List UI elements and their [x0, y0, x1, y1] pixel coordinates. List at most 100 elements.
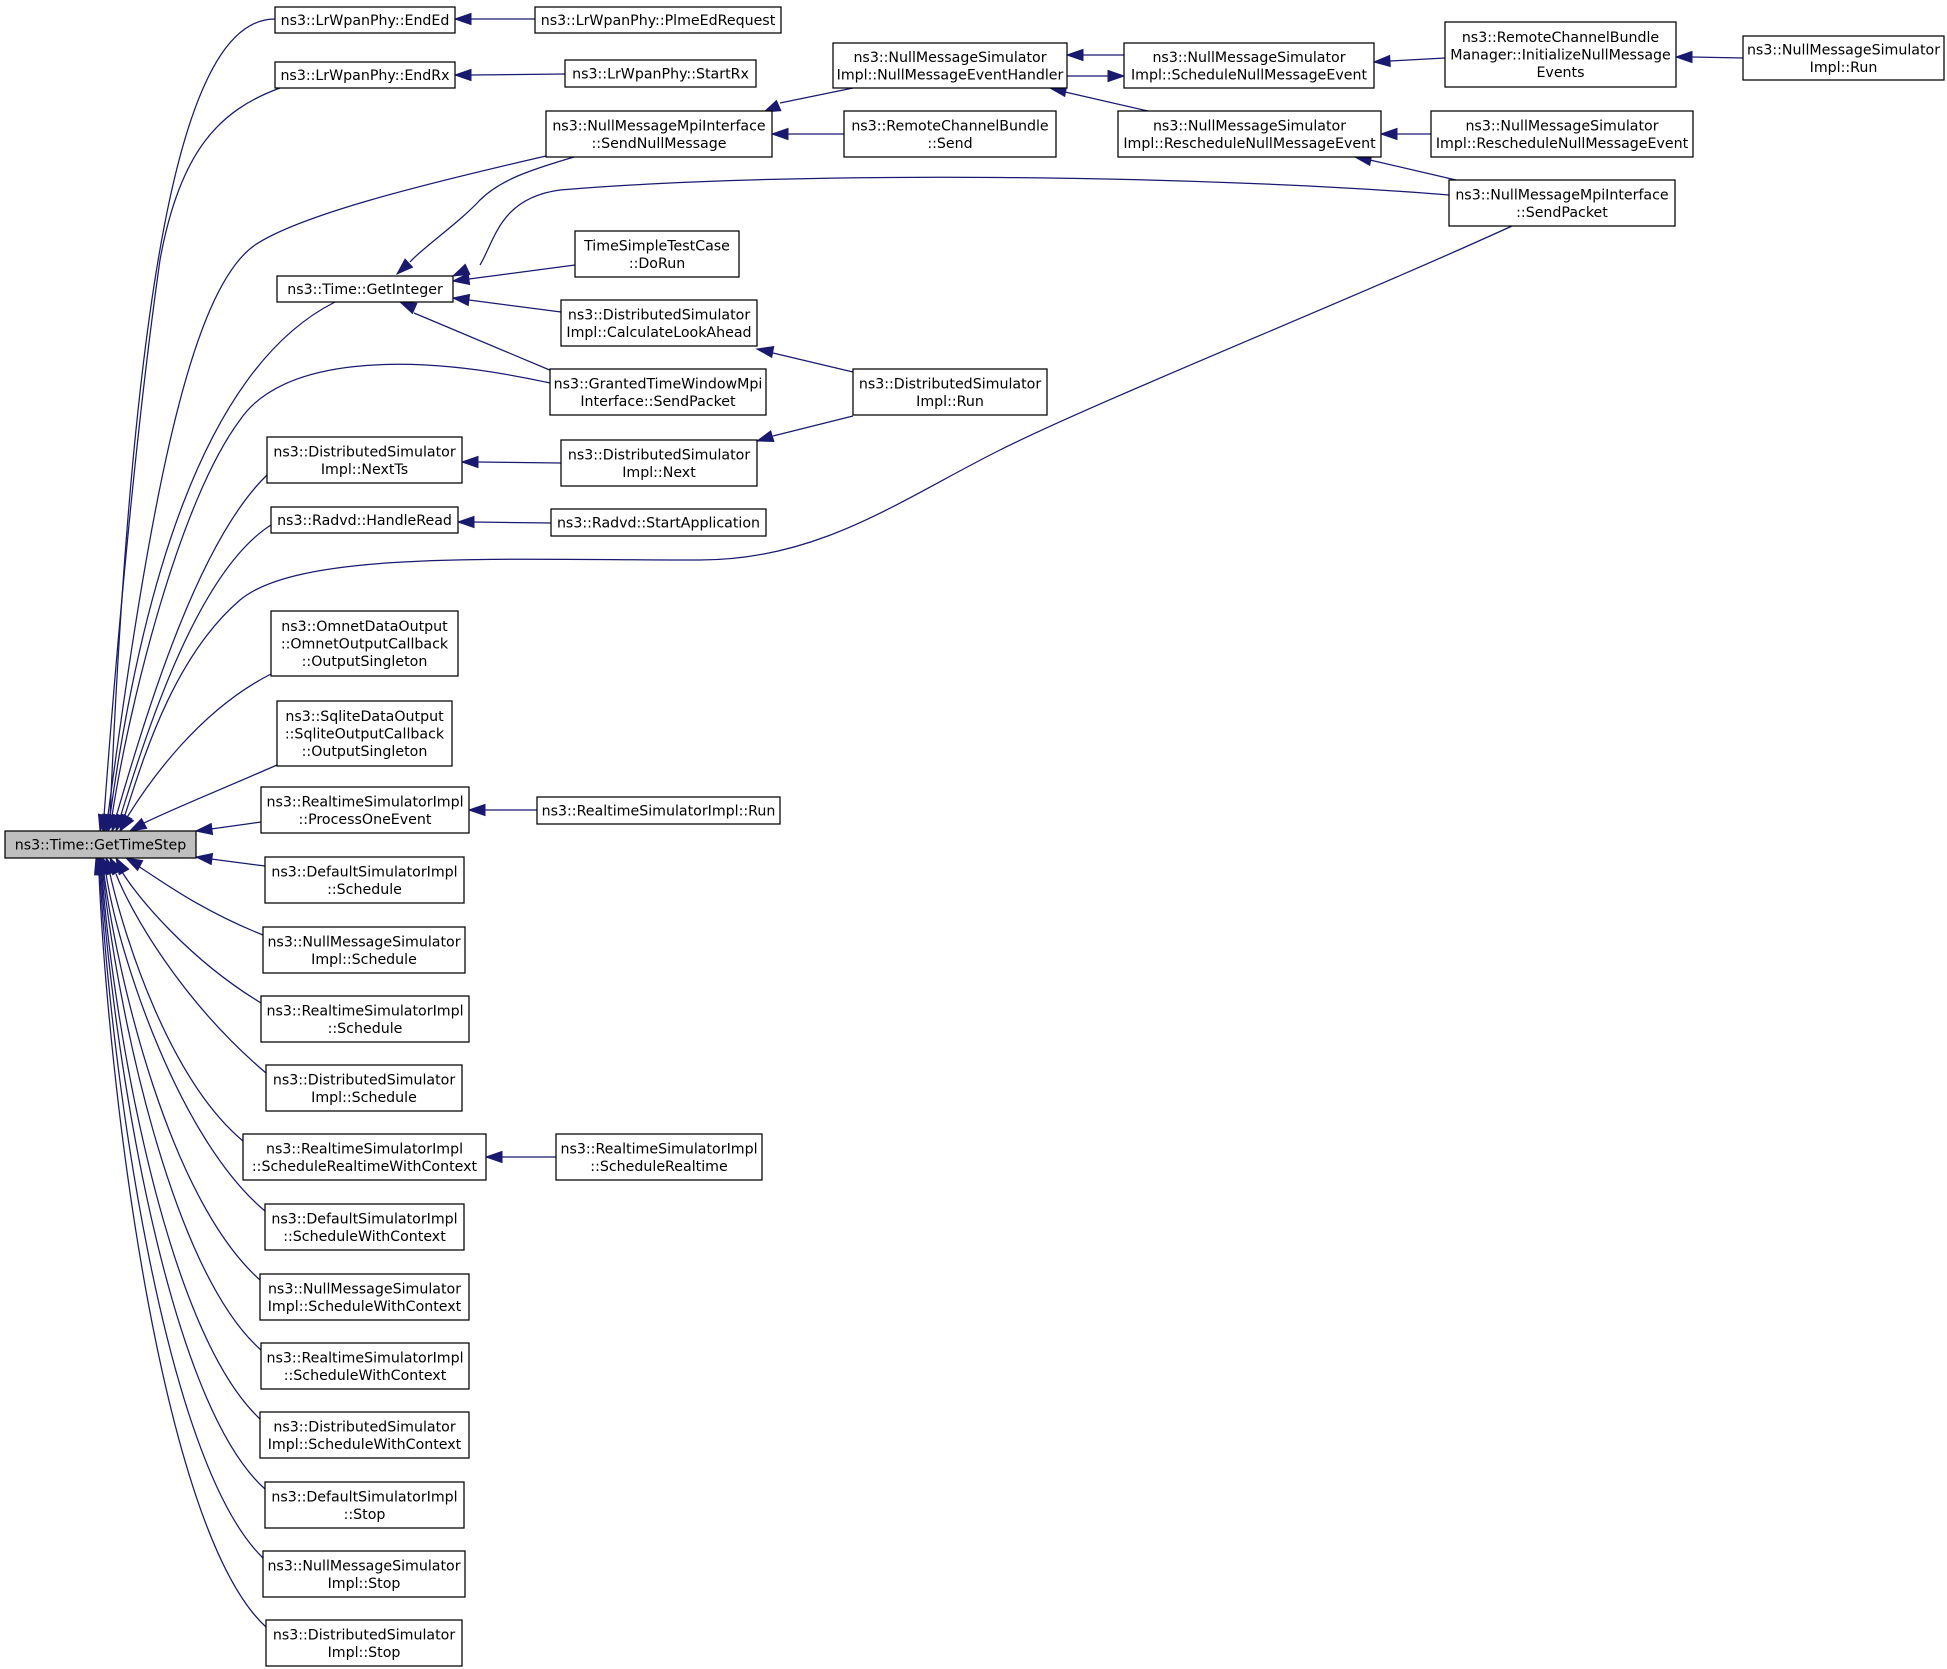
node-label: Impl::CalculateLookAhead — [566, 325, 751, 341]
node-defStop[interactable]: ns3::DefaultSimulatorImpl::Stop — [264, 1481, 465, 1529]
node-rtProcess[interactable]: ns3::RealtimeSimulatorImpl::ProcessOneEv… — [260, 786, 470, 834]
arrowhead-icon — [93, 856, 107, 876]
arrowhead-icon — [453, 68, 472, 82]
node-nmsResched2[interactable]: ns3::NullMessageSimulatorImpl::Reschedul… — [1430, 110, 1694, 158]
node-label: ns3::DefaultSimulatorImpl — [271, 1489, 457, 1505]
edge-startRx-endRx-line — [469, 73, 566, 76]
node-nmsNullHandler[interactable]: ns3::NullMessageSimulatorImpl::NullMessa… — [832, 42, 1068, 89]
node-sqlite[interactable]: ns3::SqliteDataOutput::SqliteOutputCallb… — [276, 700, 453, 767]
node-label: Interface::SendPacket — [580, 394, 736, 410]
node-label: Impl::ScheduleWithContext — [268, 1299, 462, 1315]
edge-gi-nmSendNull-line — [409, 156, 575, 263]
node-timeSimple[interactable]: TimeSimpleTestCase::DoRun — [574, 230, 740, 278]
node-label: ns3::RealtimeSimulatorImpl — [266, 794, 463, 810]
node-box — [260, 995, 470, 1043]
edge-defSchedCtx-gts-line — [105, 873, 266, 1212]
edge-resched2-resched — [1379, 127, 1431, 141]
node-box — [560, 439, 758, 487]
node-rcbSend[interactable]: ns3::RemoteChannelBundle::Send — [843, 110, 1057, 158]
edge-sqlite-gts-line — [141, 764, 278, 825]
node-nmsSchedCtx[interactable]: ns3::NullMessageSimulatorImpl::ScheduleW… — [259, 1273, 470, 1321]
arrowhead-icon — [467, 803, 486, 817]
node-rtSchedCtx[interactable]: ns3::RealtimeSimulatorImpl::ScheduleWith… — [260, 1342, 470, 1390]
node-label: ns3::RealtimeSimulatorImpl — [560, 1141, 757, 1157]
edge-defSched-gts-line — [210, 858, 266, 867]
node-box — [1448, 179, 1676, 227]
node-box — [1430, 110, 1694, 158]
node-label: Impl::Stop — [328, 1576, 401, 1592]
node-label: ::ProcessOneEvent — [299, 812, 432, 828]
node-box — [549, 368, 767, 416]
arrowhead-icon — [1379, 127, 1398, 141]
node-defSchedCtx[interactable]: ns3::DefaultSimulatorImpl::ScheduleWithC… — [264, 1203, 465, 1251]
node-gettimestep[interactable]: ns3::Time::GetTimeStep — [4, 830, 197, 859]
edge-nmsRun-rcbmInit-line — [1691, 56, 1744, 59]
node-box — [536, 796, 781, 825]
node-label: ns3::NullMessageSimulator — [268, 1281, 461, 1297]
node-nmSendNull[interactable]: ns3::NullMessageMpiInterface::SendNullMe… — [545, 110, 773, 158]
node-endEd[interactable]: ns3::LrWpanPhy::EndEd — [274, 6, 456, 34]
node-rcbmInit[interactable]: ns3::RemoteChannelBundleManager::Initial… — [1444, 21, 1677, 88]
node-radvdHandle[interactable]: ns3::Radvd::HandleRead — [270, 506, 459, 534]
node-omnet[interactable]: ns3::OmnetDataOutput::OmnetOutputCallbac… — [270, 610, 459, 677]
node-label: Impl::Next — [622, 465, 696, 481]
edge-gtw-gts-line — [111, 363, 551, 817]
arrowhead-icon — [456, 515, 475, 529]
node-label: ns3::RemoteChannelBundle — [1462, 30, 1659, 46]
node-nmsResched[interactable]: ns3::NullMessageSimulatorImpl::Reschedul… — [1117, 110, 1382, 158]
node-box — [550, 508, 767, 537]
node-nmSendPacket[interactable]: ns3::NullMessageMpiInterface::SendPacket — [1448, 179, 1676, 227]
node-box — [260, 1342, 470, 1390]
edge-resched-handler-line — [1064, 91, 1149, 112]
edge-handler-schedNull — [1067, 69, 1126, 83]
node-label: ns3::NullMessageMpiInterface — [552, 118, 765, 134]
node-box — [264, 856, 465, 904]
arrowhead-icon — [460, 455, 479, 469]
node-rtSched[interactable]: ns3::RealtimeSimulatorImpl::Schedule — [260, 995, 470, 1043]
node-endRx[interactable]: ns3::LrWpanPhy::EndRx — [274, 61, 456, 89]
node-rtSchedRt[interactable]: ns3::RealtimeSimulatorImpl::ScheduleReal… — [555, 1133, 763, 1181]
node-plmeEd[interactable]: ns3::LrWpanPhy::PlmeEdRequest — [534, 6, 782, 34]
edge-sendPacket-resched-line — [1369, 159, 1457, 181]
node-rtRun[interactable]: ns3::RealtimeSimulatorImpl::Run — [536, 796, 781, 825]
node-label: ns3::RealtimeSimulatorImpl — [266, 1350, 463, 1366]
node-rtSchedRtCtx[interactable]: ns3::RealtimeSimulatorImpl::ScheduleReal… — [242, 1133, 487, 1181]
edge-layer — [93, 12, 1744, 1628]
edge-radvd-gts — [115, 524, 272, 833]
arrowhead-icon — [124, 857, 144, 872]
node-gtwSendPacket[interactable]: ns3::GrantedTimeWindowMpiInterface::Send… — [549, 368, 767, 416]
node-label: Impl::ScheduleWithContext — [268, 1437, 462, 1453]
edge-rtRun-rtProcess — [467, 803, 537, 817]
node-getInteger[interactable]: ns3::Time::GetInteger — [276, 275, 454, 303]
node-nmsSchedNull[interactable]: ns3::NullMessageSimulatorImpl::ScheduleN… — [1123, 42, 1375, 89]
node-label: ns3::OmnetDataOutput — [281, 619, 448, 635]
node-radvdStart[interactable]: ns3::Radvd::StartApplication — [550, 508, 767, 537]
arrowhead-icon — [484, 1150, 503, 1164]
node-label: ns3::Radvd::StartApplication — [557, 516, 760, 532]
node-label: ns3::NullMessageSimulator — [267, 1558, 460, 1574]
node-dsSchedCtx[interactable]: ns3::DistributedSimulatorImpl::ScheduleW… — [259, 1411, 470, 1459]
node-label: Impl::RescheduleNullMessageEvent — [1436, 136, 1689, 152]
node-label: ns3::DefaultSimulatorImpl — [271, 864, 457, 880]
node-box — [564, 59, 757, 88]
node-label: ns3::Radvd::HandleRead — [277, 513, 452, 529]
node-label: Impl::NextTs — [321, 462, 408, 478]
edge-gi-nmSendNull — [395, 156, 575, 276]
node-label: ::OutputSingleton — [302, 654, 428, 670]
node-startRx[interactable]: ns3::LrWpanPhy::StartRx — [564, 59, 757, 88]
node-dsCalcLook[interactable]: ns3::DistributedSimulatorImpl::Calculate… — [560, 299, 758, 347]
edge-gi-nmSendPacket — [451, 176, 1450, 277]
edge-nmSendPacket-gts-line — [123, 225, 1513, 819]
node-label: Impl::Schedule — [311, 1090, 417, 1106]
node-defSched[interactable]: ns3::DefaultSimulatorImpl::Schedule — [264, 856, 465, 904]
edge-rtSchedCtx-gts-line — [102, 873, 262, 1351]
arrowhead-icon — [398, 301, 418, 315]
